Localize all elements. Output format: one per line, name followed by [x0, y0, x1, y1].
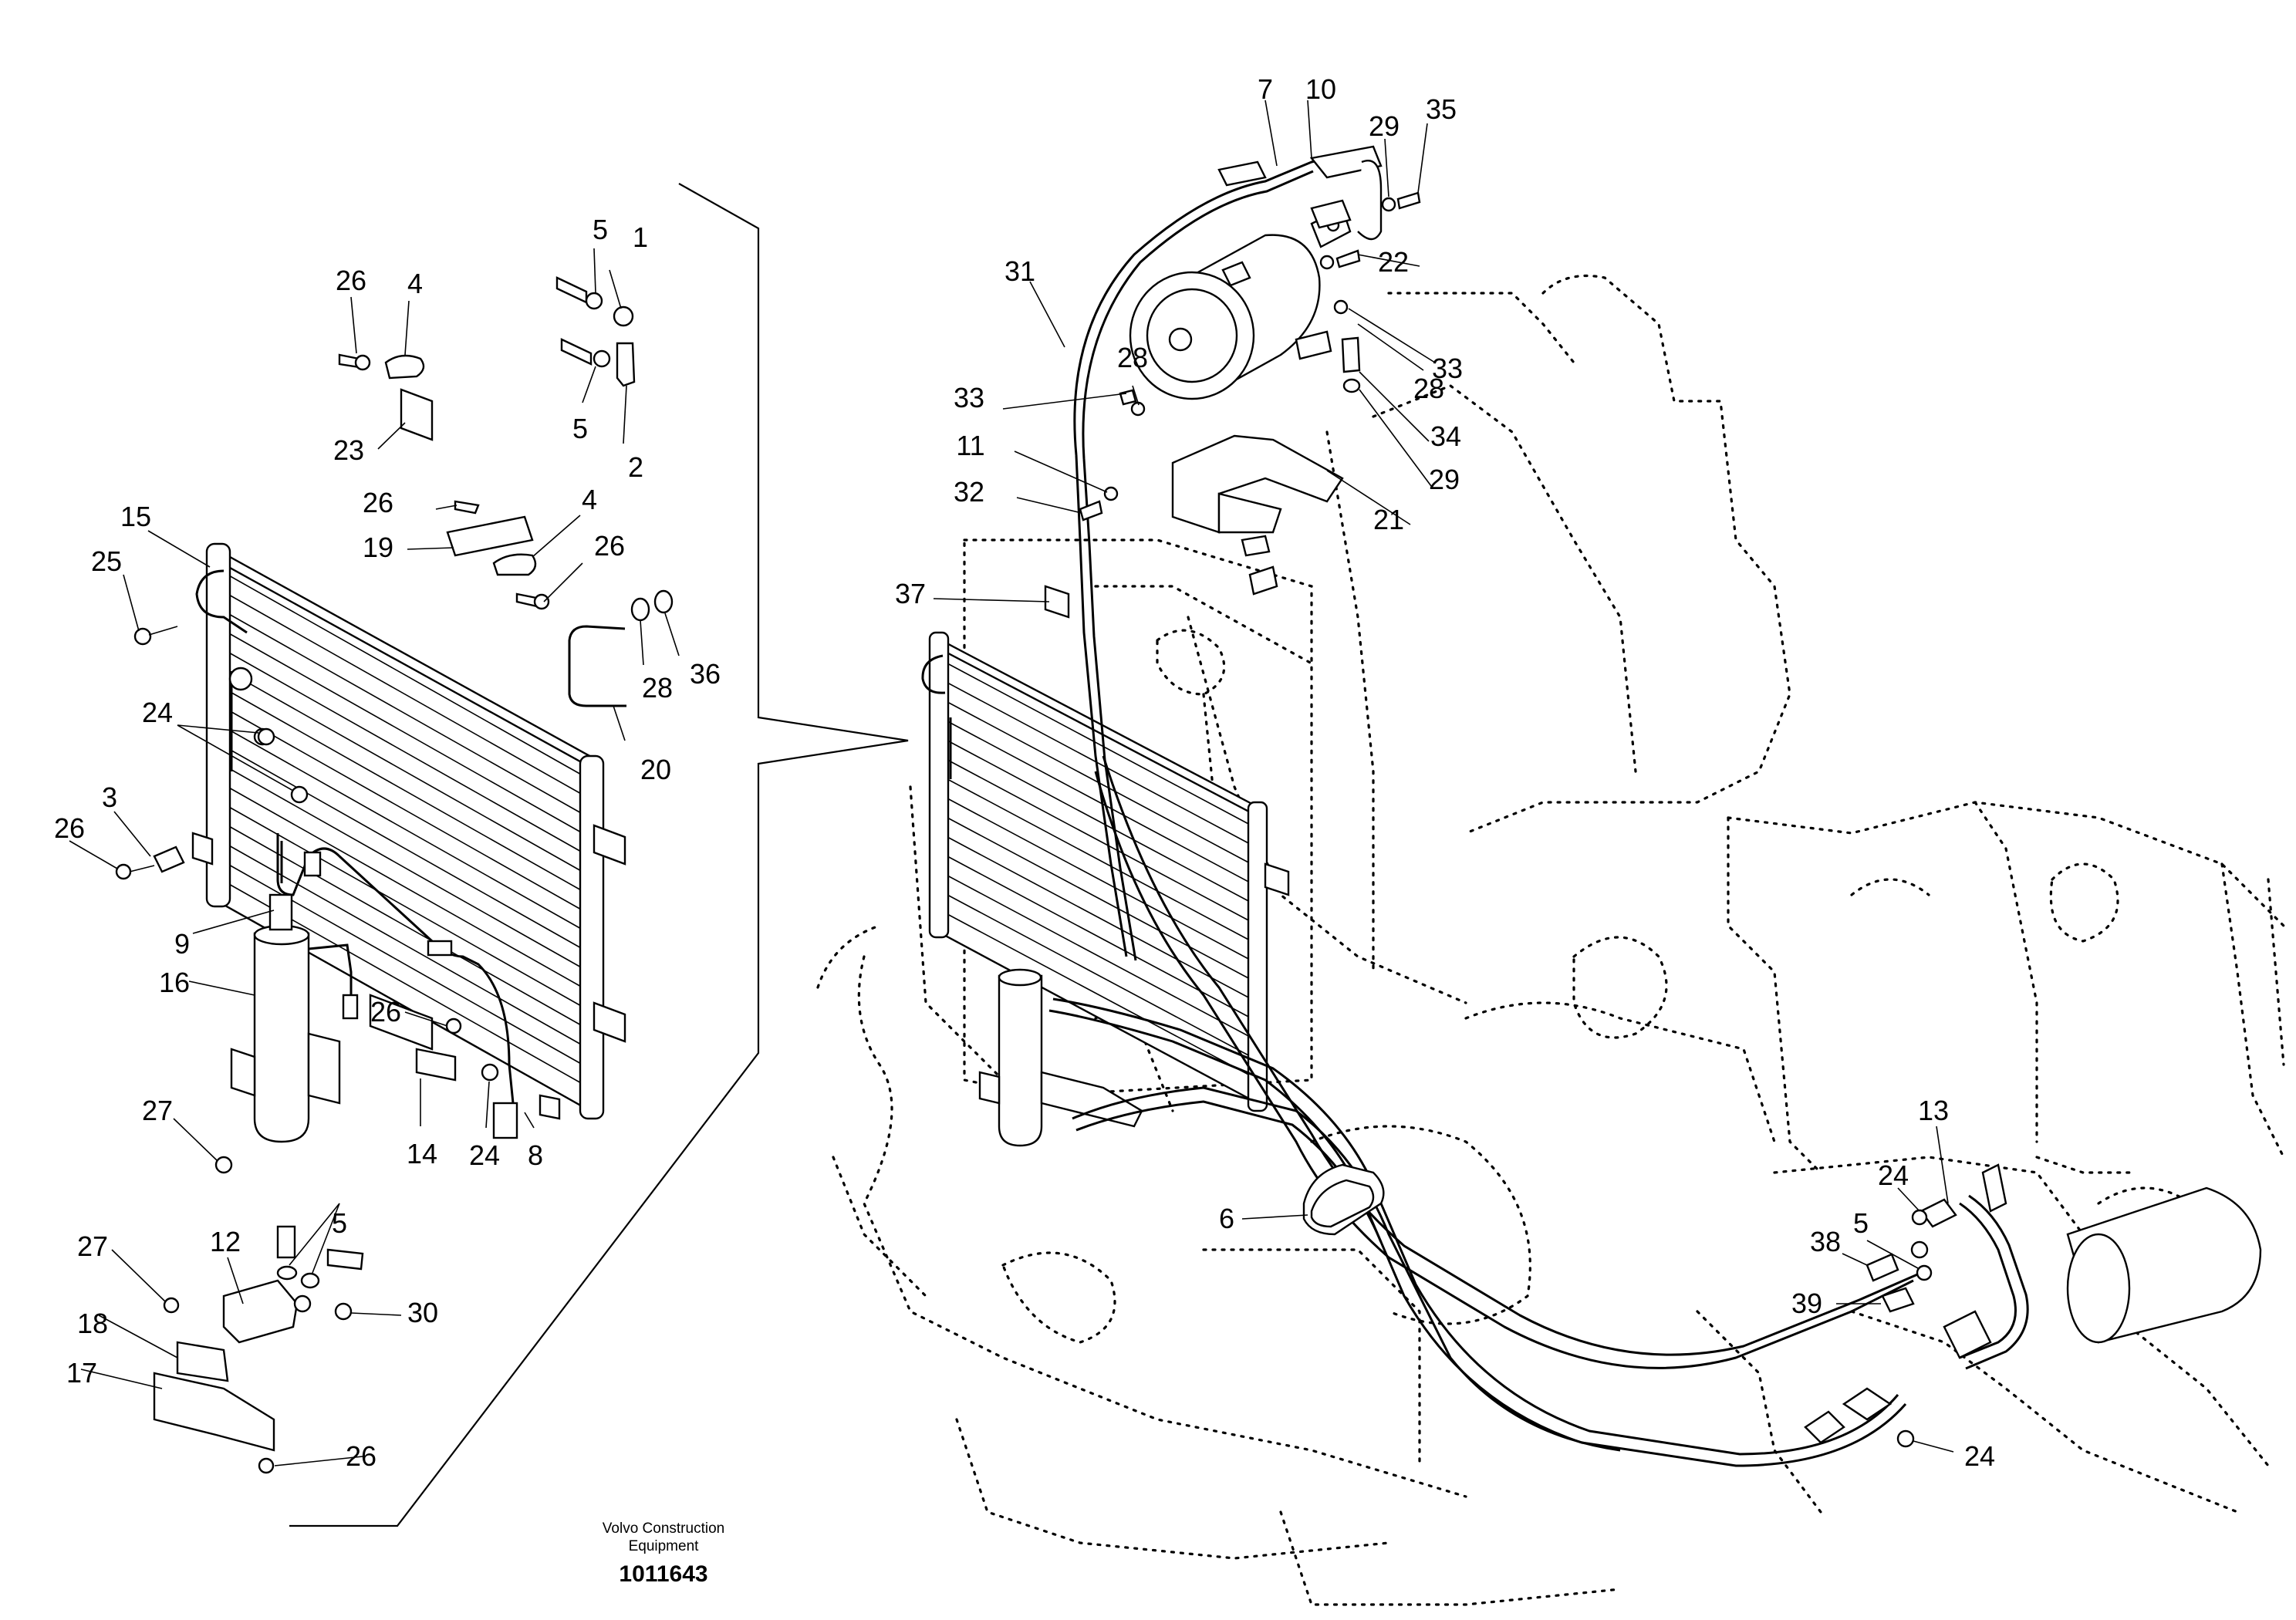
drawing-footer: Volvo Construction Equipment 1011643	[540, 1520, 787, 1588]
left-hardware	[115, 276, 674, 1174]
callout-30: 30	[407, 1297, 438, 1328]
callout-8: 8	[528, 1139, 543, 1171]
callout-26e: 26	[370, 996, 401, 1028]
callout-28b: 28	[1117, 342, 1148, 373]
callout-1: 1	[633, 221, 648, 253]
callout-17: 17	[66, 1357, 97, 1389]
callout-31: 31	[1004, 255, 1035, 287]
condenser-fins	[227, 574, 583, 1085]
callout-34: 34	[1430, 420, 1461, 452]
callout-21: 21	[1373, 504, 1404, 535]
callout-15: 15	[120, 501, 151, 532]
callout-33b: 33	[1432, 353, 1463, 384]
callout-5c: 5	[332, 1207, 347, 1239]
callout-24c: 24	[1878, 1159, 1909, 1191]
leader-lines	[69, 100, 1954, 1466]
callout-14: 14	[407, 1138, 437, 1169]
pressure-switch-assembly	[153, 1225, 364, 1474]
callout-25: 25	[91, 545, 122, 577]
company-name-line2: Equipment	[628, 1538, 699, 1554]
callout-10: 10	[1305, 73, 1336, 105]
callout-27: 27	[142, 1095, 173, 1126]
callout-2: 2	[628, 451, 643, 483]
callout-labels: 1 2 3 4 4 5 5 5 5 6 7 8 9 10 11 12 13 14…	[54, 73, 1995, 1472]
callout-26d: 26	[54, 812, 85, 844]
callout-33: 33	[954, 382, 984, 413]
callout-5d: 5	[1853, 1207, 1869, 1239]
callout-39: 39	[1791, 1288, 1822, 1319]
callout-4: 4	[407, 268, 423, 299]
detail-bracket	[289, 183, 909, 1527]
callout-19: 19	[363, 532, 393, 563]
callout-28: 28	[642, 672, 673, 704]
callout-18: 18	[77, 1308, 108, 1339]
drawing-number: 1011643	[619, 1561, 708, 1587]
callout-36: 36	[690, 658, 721, 690]
callout-38: 38	[1810, 1226, 1841, 1257]
callout-4b: 4	[582, 484, 597, 515]
callout-32: 32	[954, 476, 984, 508]
callout-28c: 28	[1413, 373, 1444, 404]
callout-5b: 5	[572, 413, 588, 444]
callout-26c: 26	[594, 530, 625, 562]
callout-29: 29	[1369, 110, 1400, 142]
callout-24: 24	[142, 697, 173, 728]
callout-23: 23	[333, 434, 364, 466]
grommet	[1302, 1163, 1385, 1236]
callout-24d: 24	[1964, 1440, 1995, 1472]
condenser-detail	[191, 542, 626, 1143]
callout-9: 9	[174, 928, 190, 960]
company-name-line1: Volvo Construction	[602, 1520, 725, 1537]
callout-3: 3	[102, 781, 117, 813]
callout-6: 6	[1219, 1203, 1234, 1234]
callout-24b: 24	[469, 1139, 500, 1171]
callout-35: 35	[1426, 93, 1457, 125]
callout-13: 13	[1918, 1095, 1949, 1126]
callout-29b: 29	[1429, 464, 1460, 495]
compressor	[1129, 207, 1352, 400]
main-assembly	[921, 145, 2262, 1467]
callout-26: 26	[336, 265, 366, 296]
callout-26f: 26	[346, 1440, 376, 1472]
callout-5: 5	[593, 214, 608, 245]
callout-22: 22	[1378, 246, 1409, 278]
callout-11: 11	[956, 430, 984, 461]
callout-20: 20	[640, 754, 671, 785]
callout-27b: 27	[77, 1230, 108, 1262]
callout-7: 7	[1258, 73, 1273, 105]
callout-26b: 26	[363, 487, 393, 518]
callout-12: 12	[210, 1226, 241, 1257]
callout-16: 16	[159, 967, 190, 998]
callout-37: 37	[895, 578, 926, 609]
